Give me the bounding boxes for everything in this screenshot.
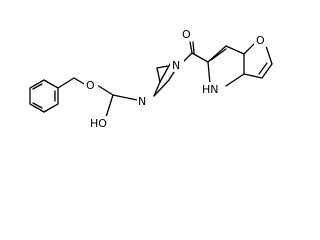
atom-labels: O HO N N O HN O xyxy=(84,27,268,130)
carbamate-group xyxy=(96,84,138,118)
benzene-ring xyxy=(29,79,59,113)
acyl-linker xyxy=(181,41,209,64)
azetidine-nitrogen-label: N xyxy=(172,59,180,72)
hydroxyl-label: HO xyxy=(90,117,107,130)
carbonyl-oxygen-label: O xyxy=(182,28,191,41)
furopyrrole-ring xyxy=(207,39,273,87)
carbamate-oxygen-label: O xyxy=(86,79,95,92)
carbamate-nitrogen-label: N xyxy=(138,95,146,108)
chemical-structure-diagram: O HO N N O HN O xyxy=(29,27,273,130)
benzyl-linker xyxy=(57,77,87,89)
azetidine-ring xyxy=(153,63,175,97)
pyrrole-nh-label: HN xyxy=(202,83,219,96)
furan-oxygen-label: O xyxy=(256,34,265,47)
